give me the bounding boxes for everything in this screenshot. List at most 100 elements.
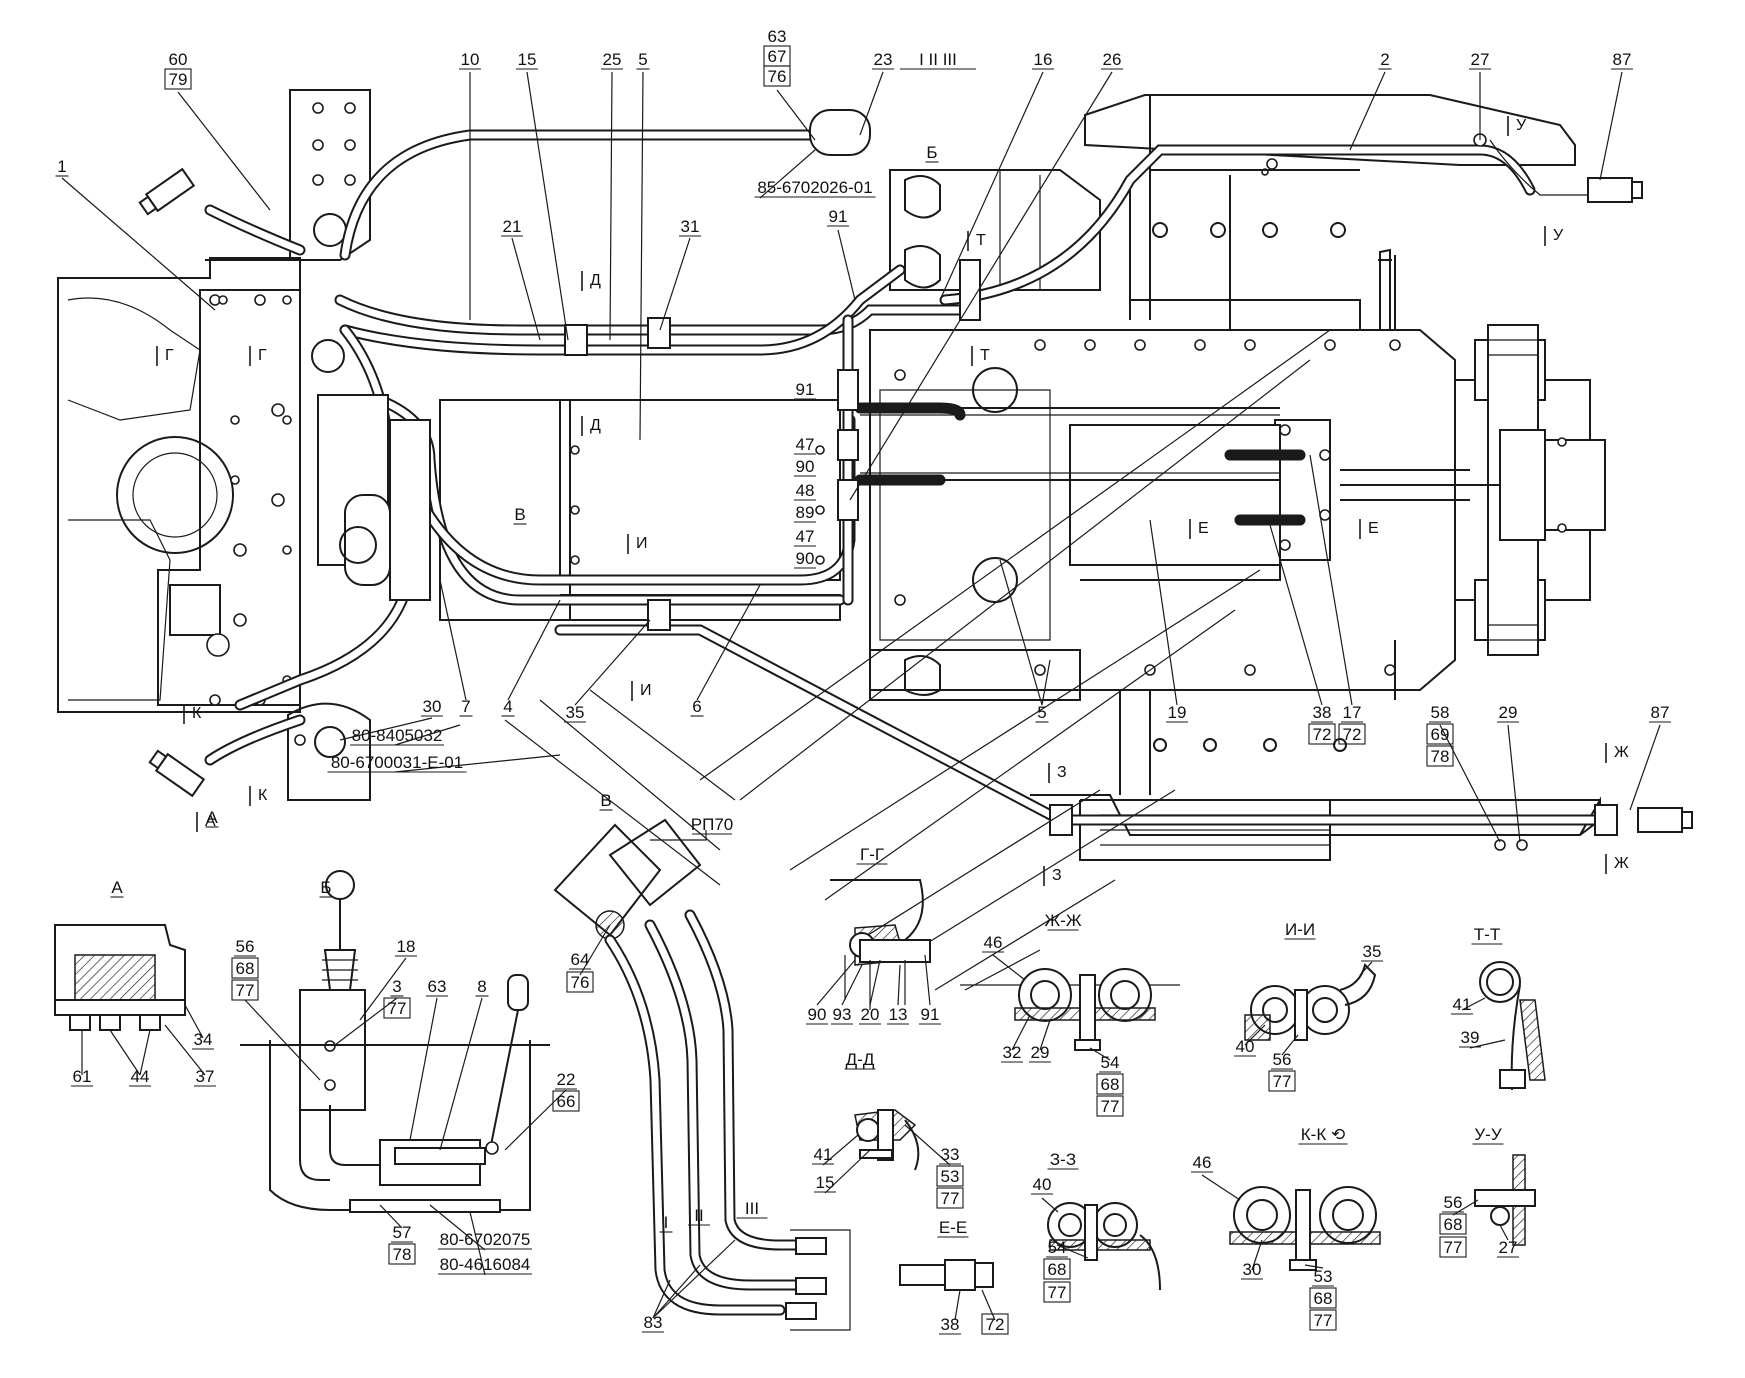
section-d-d bbox=[822, 1109, 951, 1194]
callout-r3: 85-6702026-01 bbox=[757, 178, 872, 197]
callout-c87a: 87 bbox=[1613, 50, 1632, 69]
callout-lE: Е-Е bbox=[939, 1218, 967, 1237]
callout-c39: 39 bbox=[1461, 1028, 1480, 1047]
callout-c5b: 5 bbox=[1037, 703, 1046, 722]
view-b bbox=[240, 870, 567, 1276]
callout-box-c68e bbox=[1439, 1213, 1467, 1235]
callout-c68e: 68 bbox=[1444, 1215, 1463, 1234]
callout-c38a: 38 bbox=[1313, 703, 1332, 722]
callout-c63a: 63 bbox=[768, 27, 787, 46]
callout-lG: Г-Г bbox=[860, 845, 884, 864]
callout-c56c: 56 bbox=[1444, 1193, 1463, 1212]
callout-c16: 16 bbox=[1034, 50, 1053, 69]
callout-c47a: 47 bbox=[796, 435, 815, 454]
callout-box-c72b bbox=[1338, 723, 1366, 745]
callout-c35b: 35 bbox=[1363, 942, 1382, 961]
callout-lA: А bbox=[206, 808, 218, 827]
hydraulic-cylinder bbox=[860, 407, 1281, 566]
callout-c68b: 68 bbox=[1101, 1075, 1120, 1094]
section-mark: Г bbox=[165, 347, 174, 364]
callout-c60: 60 bbox=[169, 50, 188, 69]
callout-box-c72c bbox=[981, 1313, 1009, 1335]
callout-c54b: 54 bbox=[1048, 1238, 1067, 1257]
hydraulic-block bbox=[317, 394, 431, 601]
callout-l33: З-З bbox=[1050, 1150, 1076, 1169]
callout-c41a: 41 bbox=[1453, 995, 1472, 1014]
right-axle-hub bbox=[1340, 255, 1606, 700]
callout-box-c68b bbox=[1096, 1073, 1124, 1095]
callout-c3: 3 bbox=[392, 977, 401, 996]
top-tank bbox=[889, 169, 1101, 291]
callout-box-c76b bbox=[566, 971, 594, 993]
callout-c33: 33 bbox=[941, 1145, 960, 1164]
section-mark: У bbox=[1516, 117, 1527, 134]
callout-c77h: 77 bbox=[1444, 1238, 1463, 1257]
callout-lA2: А bbox=[111, 878, 123, 897]
section-mark: Ж bbox=[1614, 744, 1629, 761]
callout-c44: 44 bbox=[131, 1067, 150, 1086]
callout-c6: 6 bbox=[692, 697, 701, 716]
callout-lRP: РП70 bbox=[691, 815, 733, 834]
callout-c56b: 56 bbox=[1273, 1050, 1292, 1069]
section-g-g bbox=[816, 879, 931, 1010]
callout-c29b: 29 bbox=[1031, 1043, 1050, 1062]
callout-r5: 80-4616084 bbox=[440, 1255, 531, 1274]
callout-c78b: 78 bbox=[393, 1245, 412, 1264]
callout-lU: У-У bbox=[1474, 1125, 1501, 1144]
callout-c46b: 46 bbox=[1193, 1153, 1212, 1172]
callout-c77b: 77 bbox=[388, 999, 407, 1018]
section-k-k bbox=[1201, 1174, 1381, 1271]
callout-c18: 18 bbox=[397, 937, 416, 956]
callout-c61: 61 bbox=[73, 1067, 92, 1086]
callout-c69: 69 bbox=[1431, 725, 1450, 744]
callout-box-c53a bbox=[936, 1165, 964, 1187]
callout-c15: 15 bbox=[518, 50, 537, 69]
callout-box-c77a bbox=[231, 979, 259, 1001]
callout-c76b: 76 bbox=[571, 973, 590, 992]
callout-c72a: 72 bbox=[1313, 725, 1332, 744]
callout-r4: 80-6702075 bbox=[440, 1230, 531, 1249]
callout-c68d: 68 bbox=[1314, 1289, 1333, 1308]
callout-c68c: 68 bbox=[1048, 1260, 1067, 1279]
callout-c26: 26 bbox=[1103, 50, 1122, 69]
callout-lI3: III bbox=[745, 1199, 759, 1218]
callout-c38b: 38 bbox=[941, 1315, 960, 1334]
quick-coupler-bottom-right bbox=[1637, 807, 1693, 833]
callout-lB1: Б bbox=[926, 143, 937, 162]
section-mark: Д bbox=[590, 417, 601, 434]
quick-coupler-bottom-left bbox=[148, 749, 206, 798]
callout-c78a: 78 bbox=[1431, 747, 1450, 766]
callout-c79: 79 bbox=[169, 70, 188, 89]
callout-c77e: 77 bbox=[941, 1189, 960, 1208]
callout-c1: 1 bbox=[57, 157, 66, 176]
callout-box-c77h bbox=[1439, 1236, 1467, 1258]
callout-box-c78a bbox=[1426, 745, 1454, 767]
section-mark: Е bbox=[1368, 520, 1379, 537]
callout-c67: 67 bbox=[768, 47, 787, 66]
section-mark: Ж bbox=[1614, 855, 1629, 872]
callout-lZh: Ж-Ж bbox=[1044, 911, 1081, 930]
quick-coupler-top-right bbox=[1587, 177, 1643, 203]
callout-c91c: 91 bbox=[921, 1005, 940, 1024]
callout-box-c77c bbox=[1096, 1095, 1124, 1117]
callout-c30a: 30 bbox=[423, 697, 442, 716]
callout-lD: Д-Д bbox=[846, 1050, 875, 1069]
section-mark: К bbox=[192, 705, 202, 722]
callout-c40b: 40 bbox=[1033, 1175, 1052, 1194]
callout-c7: 7 bbox=[461, 697, 470, 716]
callout-box-c68a bbox=[231, 957, 259, 979]
section-mark: Г bbox=[258, 347, 267, 364]
callout-lI: И-И bbox=[1285, 920, 1315, 939]
callout-c15b: 15 bbox=[816, 1173, 835, 1192]
callout-c29a: 29 bbox=[1499, 703, 1518, 722]
callout-c68a: 68 bbox=[236, 959, 255, 978]
callout-c93: 93 bbox=[833, 1005, 852, 1024]
callout-c77c: 77 bbox=[1101, 1097, 1120, 1116]
section-mark: З bbox=[1052, 867, 1062, 884]
section-mark: Т bbox=[980, 347, 990, 364]
callout-c72b: 72 bbox=[1343, 725, 1362, 744]
callout-box-c77b bbox=[383, 997, 411, 1019]
section-zh-zh bbox=[992, 954, 1156, 1061]
